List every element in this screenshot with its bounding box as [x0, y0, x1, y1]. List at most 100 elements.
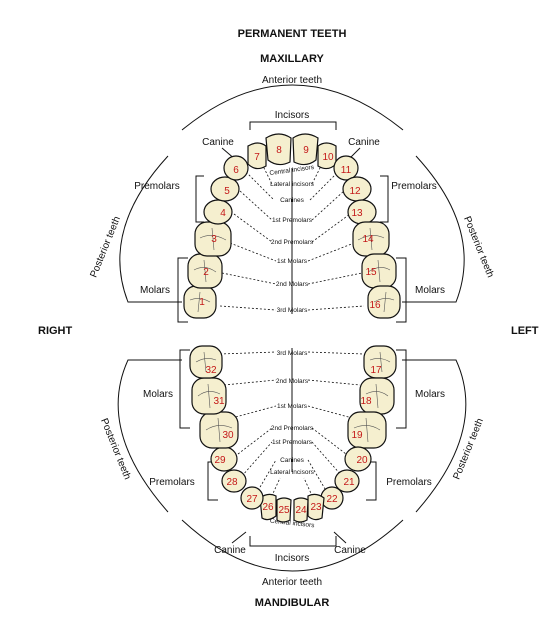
tooth-number: 6 — [233, 165, 239, 176]
upper-tooth-12: 12 — [342, 176, 372, 202]
crease — [205, 417, 233, 443]
crease — [193, 259, 217, 283]
upper-incisors-label: Incisors — [275, 110, 309, 121]
leader — [221, 272, 277, 285]
crease — [199, 227, 227, 251]
tooth-crown — [221, 469, 247, 493]
leader — [231, 405, 277, 419]
lower-tooth-18: 18 — [359, 377, 395, 415]
tooth-crown — [344, 446, 372, 472]
lower-tooth-26: 26 — [259, 493, 277, 521]
lower-tooth-31: 31 — [191, 377, 227, 415]
leader — [219, 305, 277, 311]
upper-anterior-label: Anterior teeth — [262, 75, 322, 86]
upper-tooth-3: 3 — [194, 221, 232, 257]
leader — [307, 242, 355, 262]
tooth-crown — [265, 133, 292, 166]
right-label: RIGHT — [38, 325, 73, 337]
tooth-number: 9 — [303, 145, 309, 156]
tooth-number: 22 — [326, 494, 338, 505]
lower-tooth-19: 19 — [347, 411, 387, 449]
upper-tooth-14: 14 — [352, 221, 390, 257]
tooth-number: 32 — [205, 365, 217, 376]
crease — [189, 291, 211, 313]
upper-tooth-10: 10 — [317, 142, 337, 170]
lower-tooth-22: 22 — [320, 486, 344, 510]
tooth-number: 19 — [351, 430, 363, 441]
leader — [223, 379, 277, 386]
crease — [195, 351, 217, 373]
lower-left-posterior-arc — [402, 359, 467, 513]
leader — [237, 427, 273, 455]
upper-incisors-bracket — [249, 121, 337, 130]
leader — [311, 427, 347, 455]
lower-tooth-32: 32 — [189, 345, 223, 379]
leader — [229, 242, 277, 262]
tooth-crown — [293, 497, 309, 523]
crease — [197, 383, 221, 409]
upper-right-premolars-label: Premolars — [134, 181, 180, 192]
lower-incisors-bracket — [249, 536, 337, 547]
upper-tooth-2: 2 — [187, 253, 223, 289]
leader — [239, 190, 273, 221]
lower-right-canine-leader — [231, 531, 247, 544]
lower-right-molars-label: Molars — [143, 389, 173, 400]
leader — [307, 305, 365, 311]
lower-left-molars-bracket — [396, 349, 407, 429]
leader — [307, 379, 361, 386]
tooth-number: 7 — [254, 152, 260, 163]
lower-tooth-27: 27 — [240, 486, 264, 510]
tooth-number: 24 — [295, 505, 307, 516]
upper-right-canine-label: Canine — [202, 137, 234, 148]
lower-tooth-30: 30 — [199, 411, 239, 449]
tooth-number: 5 — [224, 186, 230, 197]
tooth-number: 14 — [362, 234, 374, 245]
lower-second-premolars-label: 2nd Premolars — [271, 425, 314, 432]
tooth-crown — [367, 285, 401, 319]
upper-left-molars-bracket — [396, 257, 407, 323]
tooth-crown — [334, 469, 360, 493]
lower-lateral-incisors-label: Lateral incisors — [270, 469, 314, 476]
lower-tooth-28: 28 — [221, 469, 247, 493]
leader — [307, 351, 365, 355]
upper-tooth-4: 4 — [203, 199, 233, 225]
upper-tooth-16: 16 — [367, 285, 401, 319]
tooth-number: 1 — [199, 297, 205, 308]
tooth-number: 27 — [246, 494, 258, 505]
leader — [311, 441, 343, 477]
crease — [357, 227, 385, 251]
crease — [369, 351, 391, 373]
upper-tooth-7: 7 — [247, 142, 267, 170]
upper-right-molars-label: Molars — [140, 285, 170, 296]
crease — [353, 417, 381, 443]
tooth-number: 10 — [322, 152, 334, 163]
tooth-number: 29 — [214, 455, 226, 466]
lower-anterior-arc — [181, 519, 404, 572]
upper-tooth-5: 5 — [210, 176, 240, 202]
upper-tooth-15: 15 — [361, 253, 397, 289]
lower-left-molars-label: Molars — [415, 389, 445, 400]
leader — [245, 171, 275, 201]
lower-canines-label: Canines — [280, 457, 305, 464]
leader — [233, 213, 273, 243]
upper-second-molars-label: 2nd Molars — [276, 281, 309, 288]
lower-tooth-23: 23 — [307, 493, 325, 521]
lower-left-canine-label: Canine — [334, 545, 366, 556]
lower-right-molars-bracket — [179, 349, 190, 429]
lower-left-canine-leader — [333, 531, 347, 544]
upper-left-canine-label: Canine — [348, 137, 380, 148]
upper-right-posterior-arc — [119, 155, 182, 303]
tooth-number: 28 — [226, 477, 238, 488]
upper-tooth-6: 6 — [223, 155, 249, 181]
tooth-crown — [210, 176, 240, 202]
lower-first-molars-label: 1st Molars — [277, 403, 308, 410]
tooth-number: 30 — [222, 430, 234, 441]
leader — [311, 213, 351, 243]
upper-left-posterior-label: Posterior teeth — [461, 215, 496, 279]
upper-tooth-1: 1 — [183, 285, 217, 319]
tooth-number: 15 — [365, 267, 377, 278]
lower-anterior-label: Anterior teeth — [262, 577, 322, 588]
lower-incisors-label: Incisors — [275, 553, 309, 564]
leader — [307, 405, 353, 419]
